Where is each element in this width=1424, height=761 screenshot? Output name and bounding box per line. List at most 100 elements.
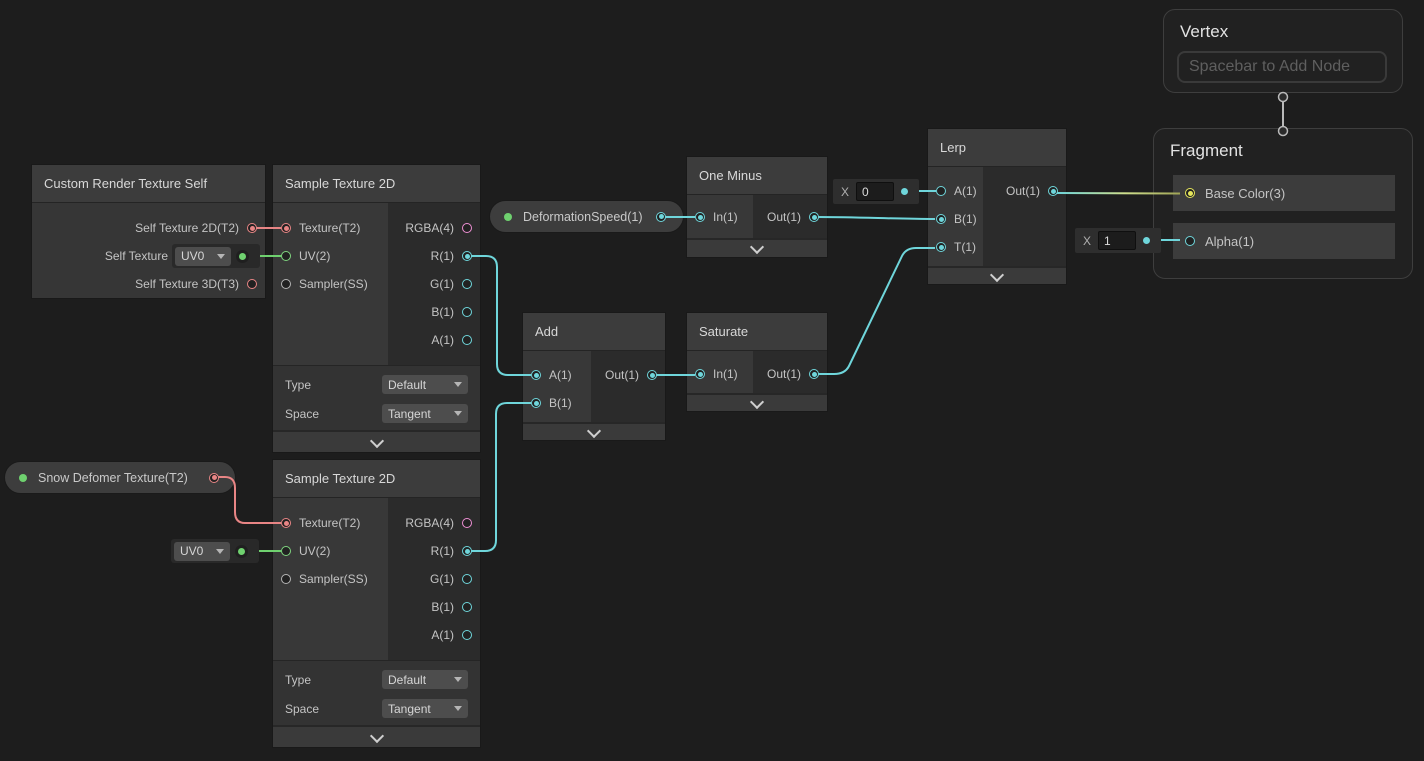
rgba-out-port[interactable] [462,518,472,528]
node-sample-texture-2d-bottom[interactable]: Sample Texture 2D Texture(T2) UV(2) Samp… [273,460,480,747]
vertex-master-stack[interactable]: Vertex Spacebar to Add Node [1163,9,1403,93]
node-saturate[interactable]: Saturate In(1) Out(1) [687,313,827,411]
node-titlebar[interactable]: One Minus [687,157,827,195]
dropdown-arrow-icon [217,253,225,259]
collapse-button[interactable] [928,266,1066,284]
texture-in-port[interactable] [281,223,291,233]
node-title-label: One Minus [699,168,762,183]
node-one-minus[interactable]: One Minus In(1) Out(1) [687,157,827,257]
collapse-button[interactable] [523,422,665,440]
dropdown-arrow-icon [454,382,462,387]
property-out-port[interactable] [656,211,666,222]
b-port[interactable] [936,214,946,224]
g-out-label: G(1) [430,277,454,291]
g-out-port[interactable] [462,279,472,289]
in-port[interactable] [695,369,705,379]
out-port[interactable] [809,212,819,222]
out-port[interactable] [647,370,657,380]
out-port[interactable] [1048,186,1058,196]
uv-channel-dropdown[interactable]: UV0 [174,541,230,561]
space-dropdown[interactable]: Tangent [382,404,468,423]
a-port[interactable] [531,370,541,380]
type-dropdown[interactable]: Default [382,670,468,689]
wire-saturate-to-lerp-t[interactable] [818,247,935,375]
fragment-master-stack[interactable]: Fragment Base Color(3) Alpha(1) [1153,128,1413,279]
collapse-button[interactable] [687,238,827,257]
rgba-out-port[interactable] [462,223,472,233]
texture-in-label: Texture(T2) [299,221,361,235]
node-add[interactable]: Add A(1) B(1) Out(1) [523,313,665,440]
node-sample-texture-2d-top[interactable]: Sample Texture 2D Texture(T2) UV(2) Samp… [273,165,480,452]
uv-channel-dropdown[interactable]: UV0 [175,246,231,266]
node-titlebar[interactable]: Sample Texture 2D [273,165,480,203]
node-titlebar[interactable]: Custom Render Texture Self [32,165,265,203]
self-texture-2d-port[interactable] [247,223,257,233]
alpha-port[interactable] [1185,236,1195,246]
self-texture-3d-port[interactable] [247,279,257,289]
g-out-port[interactable] [462,574,472,584]
default-connector-dot [1143,237,1151,244]
uv-channel-widget-bottom: UV0 [171,539,259,563]
sampler-in-port[interactable] [281,574,291,584]
x-label: X [1083,233,1092,248]
uv-in-port[interactable] [281,546,291,556]
a-port[interactable] [936,186,946,196]
node-titlebar[interactable]: Sample Texture 2D [273,460,480,498]
collapse-button[interactable] [273,430,480,452]
node-title-label: Sample Texture 2D [285,176,396,191]
vertex-link-handle[interactable] [1277,91,1289,103]
r-out-port[interactable] [462,546,472,556]
base-color-label: Base Color(3) [1205,185,1286,201]
x-input[interactable]: 1 [1098,231,1137,250]
space-label: Space [285,406,320,421]
wire-r-to-add-b[interactable] [471,402,531,552]
x-input[interactable]: 0 [856,182,895,201]
node-titlebar[interactable]: Add [523,313,665,351]
fragment-base-color-block[interactable]: Base Color(3) [1173,175,1395,211]
texture-in-port[interactable] [281,518,291,528]
out-port[interactable] [809,369,819,379]
type-dropdown[interactable]: Default [382,375,468,394]
a-out-label: A(1) [431,628,454,642]
node-titlebar[interactable]: Saturate [687,313,827,351]
r-out-label: R(1) [430,544,454,558]
collapse-button[interactable] [687,393,827,411]
a-out-port[interactable] [462,335,472,345]
r-out-label: R(1) [430,249,454,263]
t-port[interactable] [936,242,946,252]
sampler-in-port[interactable] [281,279,291,289]
wire-r-to-add-a[interactable] [471,255,531,376]
self-texture-cube-label: Self Texture [104,249,168,263]
port-row: Self Texture 3D(T3) [32,270,265,298]
a-out-label: A(1) [431,333,454,347]
r-out-port[interactable] [462,251,472,261]
out-label: Out(1) [766,210,801,224]
type-label: Type [285,672,312,687]
out-label: Out(1) [1005,184,1040,198]
node-custom-render-texture-self[interactable]: Custom Render Texture Self Self Texture … [32,165,265,298]
space-dropdown[interactable]: Tangent [382,699,468,718]
in-port[interactable] [695,212,705,222]
node-lerp[interactable]: Lerp A(1) B(1) T(1) Out(1) [928,129,1066,284]
base-color-port[interactable] [1185,188,1195,198]
b-out-port[interactable] [462,307,472,317]
in-label: In(1) [713,367,738,381]
b-port[interactable] [531,398,541,408]
a-out-port[interactable] [462,630,472,640]
rgba-out-label: RGBA(4) [405,221,454,235]
uv-in-port[interactable] [281,251,291,261]
space-value: Tangent [388,701,431,716]
property-out-port[interactable] [209,472,219,483]
property-snow-deformer-texture[interactable]: Snow Defomer Texture(T2) [5,462,235,493]
b-out-port[interactable] [462,602,472,612]
fragment-alpha-block[interactable]: Alpha(1) [1173,223,1395,259]
add-node-placeholder[interactable]: Spacebar to Add Node [1177,51,1387,83]
property-label: Snow Defomer Texture(T2) [38,470,188,485]
node-titlebar[interactable]: Lerp [928,129,1066,167]
property-deformation-speed[interactable]: DeformationSpeed(1) [490,201,683,232]
dropdown-arrow-icon [454,677,462,682]
wire-oneminus-to-lerp-b[interactable] [817,216,936,220]
node-title-label: Add [535,324,559,339]
collapse-button[interactable] [273,725,480,747]
